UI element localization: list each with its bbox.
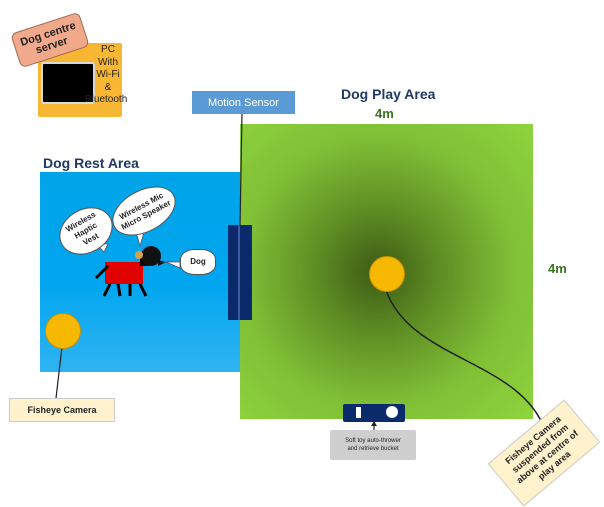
bucket-ball	[386, 406, 398, 418]
play-area-width-label: 4m	[375, 106, 394, 121]
gate-divider-line	[238, 225, 240, 320]
play-area-title: Dog Play Area	[341, 86, 436, 102]
pc-label-line: Wi-Fi	[96, 69, 120, 80]
bucket-slot	[356, 407, 361, 418]
pc-label-line: Bluetooth	[85, 94, 128, 105]
gate-door	[228, 225, 252, 320]
dog-drawing	[94, 231, 181, 297]
dog-vest	[105, 262, 143, 284]
pc-label-line: PC	[101, 44, 115, 55]
play-area-height-label: 4m	[548, 261, 567, 276]
bucket-label-line: Soft toy auto-thrower	[345, 438, 401, 444]
dog-bubble-label: Dog	[190, 257, 206, 266]
rest-area-title: Dog Rest Area	[43, 155, 139, 171]
motion-sensor-line	[239, 113, 243, 227]
pc-monitor	[41, 62, 95, 104]
play-camera-line	[385, 289, 546, 431]
dog-leg	[102, 283, 112, 297]
dog-bubble: Dog	[180, 249, 216, 275]
bucket-label-line: and retrieve bucket	[347, 446, 399, 452]
fisheye-camera-rest-label: Fisheye Camera	[9, 398, 115, 422]
dog-bubble-pointer	[165, 261, 181, 269]
rest-camera-line	[55, 346, 63, 399]
pc-label: PC With Wi-Fi & Bluetooth	[85, 44, 127, 107]
mic-speaker	[135, 251, 143, 259]
fisheye-camera-play	[369, 256, 405, 292]
dog-leg	[138, 283, 148, 297]
pc-label-line: &	[104, 81, 112, 93]
motion-sensor-label: Motion Sensor	[192, 91, 295, 114]
bucket-label: Soft toy auto-thrower and retrieve bucke…	[330, 430, 416, 460]
pc-label-line: With	[98, 56, 118, 68]
dog-tail	[94, 264, 110, 280]
dog-snout	[158, 260, 166, 266]
fisheye-camera-rest	[45, 313, 81, 349]
bucket-arrow-head	[371, 421, 377, 426]
dog-head	[141, 246, 161, 266]
dog-leg	[116, 283, 122, 297]
